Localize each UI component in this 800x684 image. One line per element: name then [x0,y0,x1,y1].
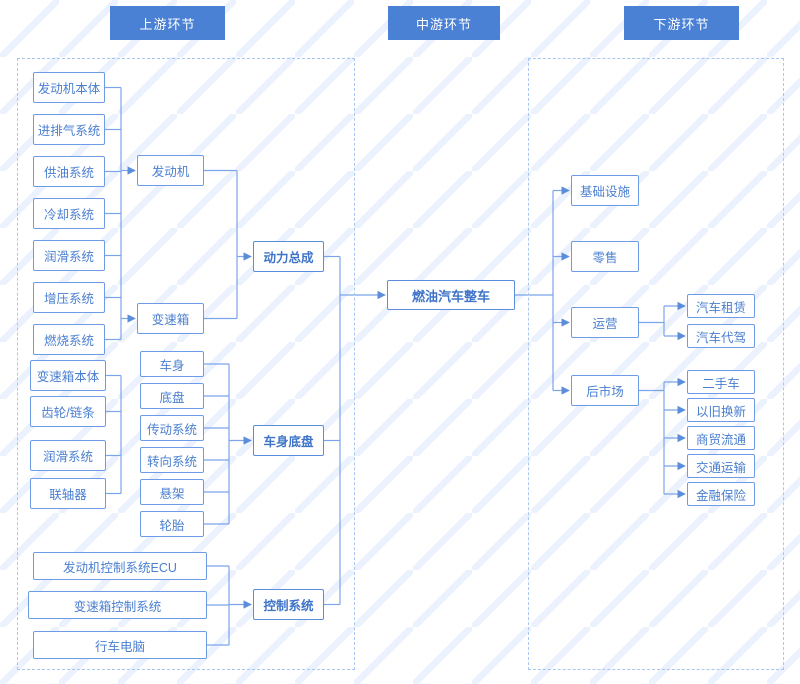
node-label: 汽车代驾 [695,330,746,345]
node-label: 润滑系统 [42,450,93,464]
node-label: 零售 [592,251,618,265]
header-chip-label: 下游环节 [653,16,710,32]
node-designated-driving[interactable]: 汽车代驾 [687,324,755,348]
node-gearbox-control[interactable]: 变速箱控制系统 [28,591,207,619]
node-body[interactable]: 车身 [140,351,204,377]
node-label: 轮胎 [159,518,185,533]
node-label: 联轴器 [49,488,87,502]
node-ecu[interactable]: 发动机控制系统ECU [33,552,207,580]
node-label: 进排气系统 [37,124,101,138]
node-label: 齿轮/链条 [41,406,95,420]
node-label: 变速箱 [151,313,190,327]
node-engine-block[interactable]: 发动机本体 [33,72,105,103]
node-transportation[interactable]: 交通运输 [687,454,755,478]
node-label: 动力总成 [263,251,314,265]
node-label: 商贸流通 [695,432,746,447]
node-powertrain[interactable]: 动力总成 [253,241,324,272]
node-body-chassis[interactable]: 车身底盘 [253,425,324,456]
node-gearbox-lubrication[interactable]: 润滑系统 [30,440,106,471]
header-chip-label: 上游环节 [139,16,196,32]
node-label: 燃油汽车整车 [411,288,490,304]
node-label: 后市场 [586,385,624,399]
node-label: 转向系统 [146,454,197,469]
node-label: 悬架 [159,486,185,501]
node-label: 控制系统 [263,599,314,613]
node-label: 底盘 [159,390,185,405]
node-label: 金融保险 [695,488,746,503]
node-label: 基础设施 [579,185,630,199]
node-transmission-sys[interactable]: 传动系统 [140,415,204,441]
node-label: 二手车 [702,376,740,391]
node-label: 变速箱本体 [36,370,100,384]
node-fuel-vehicle[interactable]: 燃油汽车整车 [387,280,515,310]
node-label: 车身底盘 [263,435,314,449]
node-operations[interactable]: 运营 [571,307,639,338]
node-label: 变速箱控制系统 [73,599,162,614]
header-chip-midstream[interactable]: 中游环节 [388,6,500,40]
node-engine[interactable]: 发动机 [137,155,204,186]
node-label: 传动系统 [146,422,197,437]
node-label: 燃烧系统 [43,334,94,348]
node-car-rental[interactable]: 汽车租赁 [687,294,755,318]
node-label: 发动机本体 [37,82,101,96]
node-finance-insurance[interactable]: 金融保险 [687,482,755,506]
node-label: 冷却系统 [43,208,94,222]
node-gear-chain[interactable]: 齿轮/链条 [30,396,106,427]
node-label: 汽车租赁 [695,300,746,315]
node-commerce-circulation[interactable]: 商贸流通 [687,426,755,450]
node-label: 运营 [592,317,618,331]
node-trade-in[interactable]: 以旧换新 [687,398,755,422]
node-fuel-supply[interactable]: 供油系统 [33,156,105,187]
node-infrastructure[interactable]: 基础设施 [571,175,639,206]
node-suspension[interactable]: 悬架 [140,479,204,505]
node-used-cars[interactable]: 二手车 [687,370,755,394]
node-intake-exhaust[interactable]: 进排气系统 [33,114,105,145]
header-chip-upstream[interactable]: 上游环节 [110,6,225,40]
node-steering-sys[interactable]: 转向系统 [140,447,204,473]
node-gearbox[interactable]: 变速箱 [137,303,204,334]
node-label: 发动机 [151,165,190,179]
node-label: 增压系统 [43,292,94,306]
node-label: 润滑系统 [43,250,94,264]
node-label: 车身 [159,358,185,373]
node-label: 交通运输 [695,460,746,475]
node-coupling[interactable]: 联轴器 [30,478,106,509]
node-lubrication[interactable]: 润滑系统 [33,240,105,271]
node-chassis[interactable]: 底盘 [140,383,204,409]
header-chip-label: 中游环节 [415,16,472,32]
node-retail[interactable]: 零售 [571,241,639,272]
node-label: 行车电脑 [94,639,145,654]
node-label: 发动机控制系统ECU [63,560,177,575]
node-aftermarket[interactable]: 后市场 [571,375,639,406]
node-label: 供油系统 [43,166,94,180]
node-control-system[interactable]: 控制系统 [253,589,324,620]
node-gearbox-body[interactable]: 变速箱本体 [30,360,106,391]
node-combustion[interactable]: 燃烧系统 [33,324,105,355]
node-turbocharging[interactable]: 增压系统 [33,282,105,313]
node-trip-computer[interactable]: 行车电脑 [33,631,207,659]
node-label: 以旧换新 [695,404,746,419]
header-chip-downstream[interactable]: 下游环节 [624,6,739,40]
node-tires[interactable]: 轮胎 [140,511,204,537]
node-cooling[interactable]: 冷却系统 [33,198,105,229]
